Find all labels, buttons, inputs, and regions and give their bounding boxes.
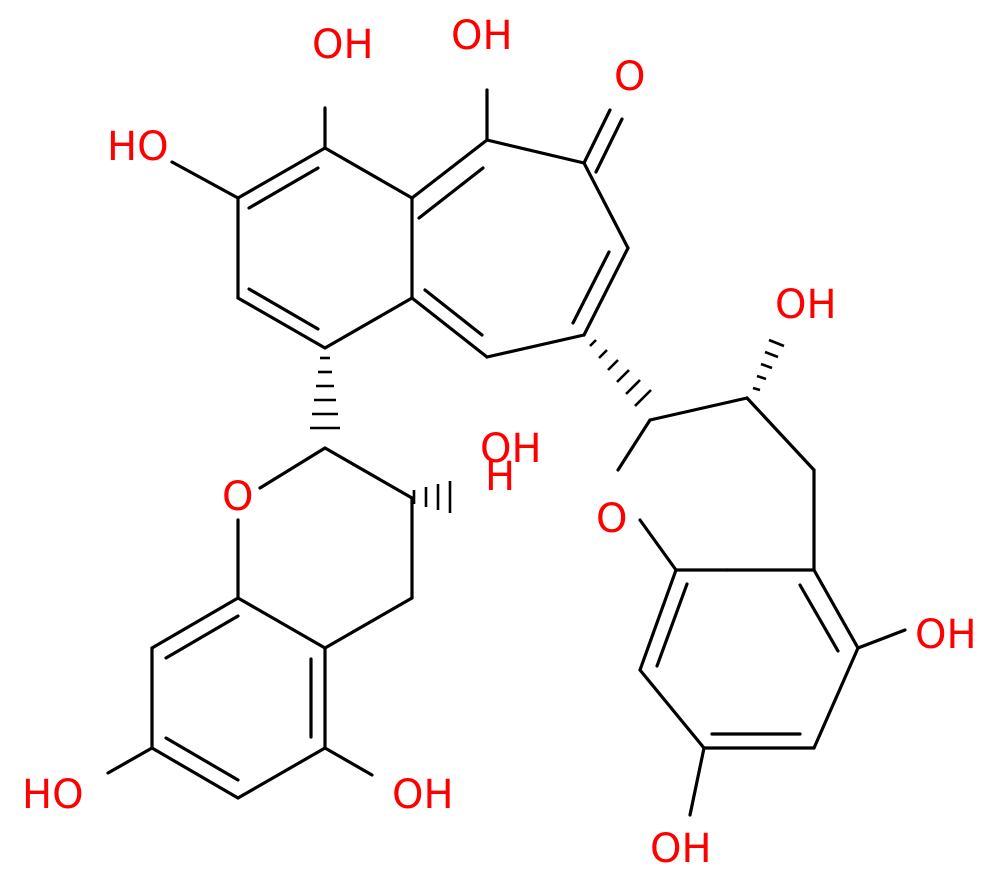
- label-ho-bottom-left: HO: [22, 772, 84, 818]
- label-oh-top-left: OH: [312, 22, 374, 68]
- label-ketone-o: O: [614, 54, 645, 100]
- label-oh-left-c3: OH: [480, 426, 542, 472]
- label-oh-right-c3: OH: [775, 282, 837, 328]
- bond-lines: [106, 88, 907, 817]
- label-oh-top-mid: OH: [451, 13, 513, 59]
- label-ho-left: HO: [107, 124, 169, 170]
- label-h-left-c3: H: [485, 454, 515, 500]
- stereo-hash-bonds: [310, 338, 785, 513]
- label-oh-right-c5: OH: [915, 612, 977, 658]
- label-oh-bottom-mid: OH: [392, 772, 454, 818]
- label-oh-bottom-right: OH: [650, 826, 712, 872]
- label-o-ring-left: O: [222, 474, 253, 520]
- atom-labels: OH HO OH O OH OH H O O OH HO OH OH: [22, 13, 977, 872]
- label-o-ring-right: O: [596, 496, 627, 542]
